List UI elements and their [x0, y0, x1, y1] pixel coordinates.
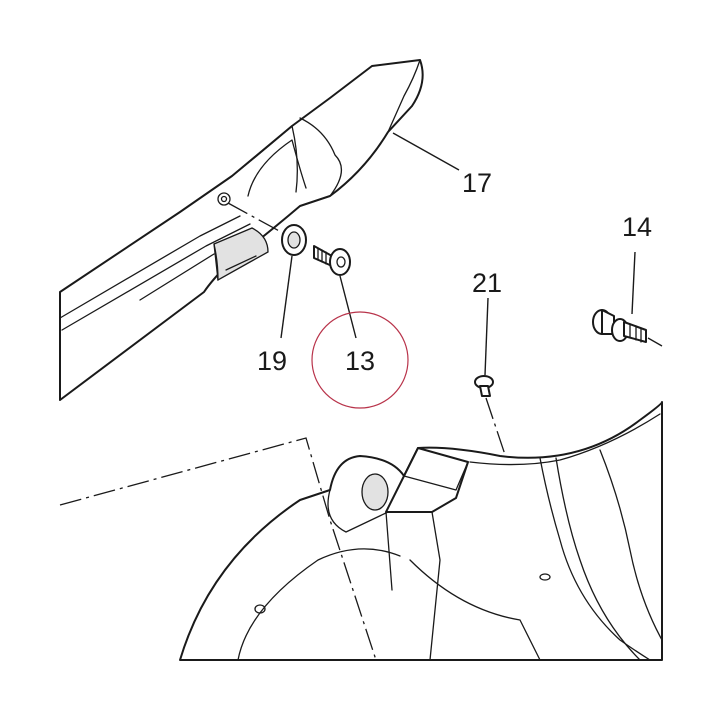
assembly-line-14 [647, 337, 663, 347]
leader-19 [280, 255, 293, 339]
part-17-panel [59, 59, 424, 401]
lower-frame [179, 401, 663, 661]
leader-21 [484, 297, 489, 376]
part-21-clip [474, 375, 494, 397]
callout-21: 21 [472, 268, 502, 298]
assembly-line-frame [59, 437, 377, 661]
callout-14: 14 [622, 212, 652, 242]
highlight-circle-13 [311, 311, 409, 409]
callout-19: 19 [257, 346, 287, 376]
part-19-washer [281, 224, 307, 256]
part-14-bolt [592, 309, 647, 343]
leader-14 [631, 251, 636, 315]
callout-17: 17 [462, 168, 492, 198]
assembly-line-13 [227, 202, 293, 239]
leader-17 [392, 132, 460, 171]
part-13-screw [313, 245, 351, 276]
callout-13: 13 [345, 346, 375, 376]
leader-13 [339, 275, 357, 339]
